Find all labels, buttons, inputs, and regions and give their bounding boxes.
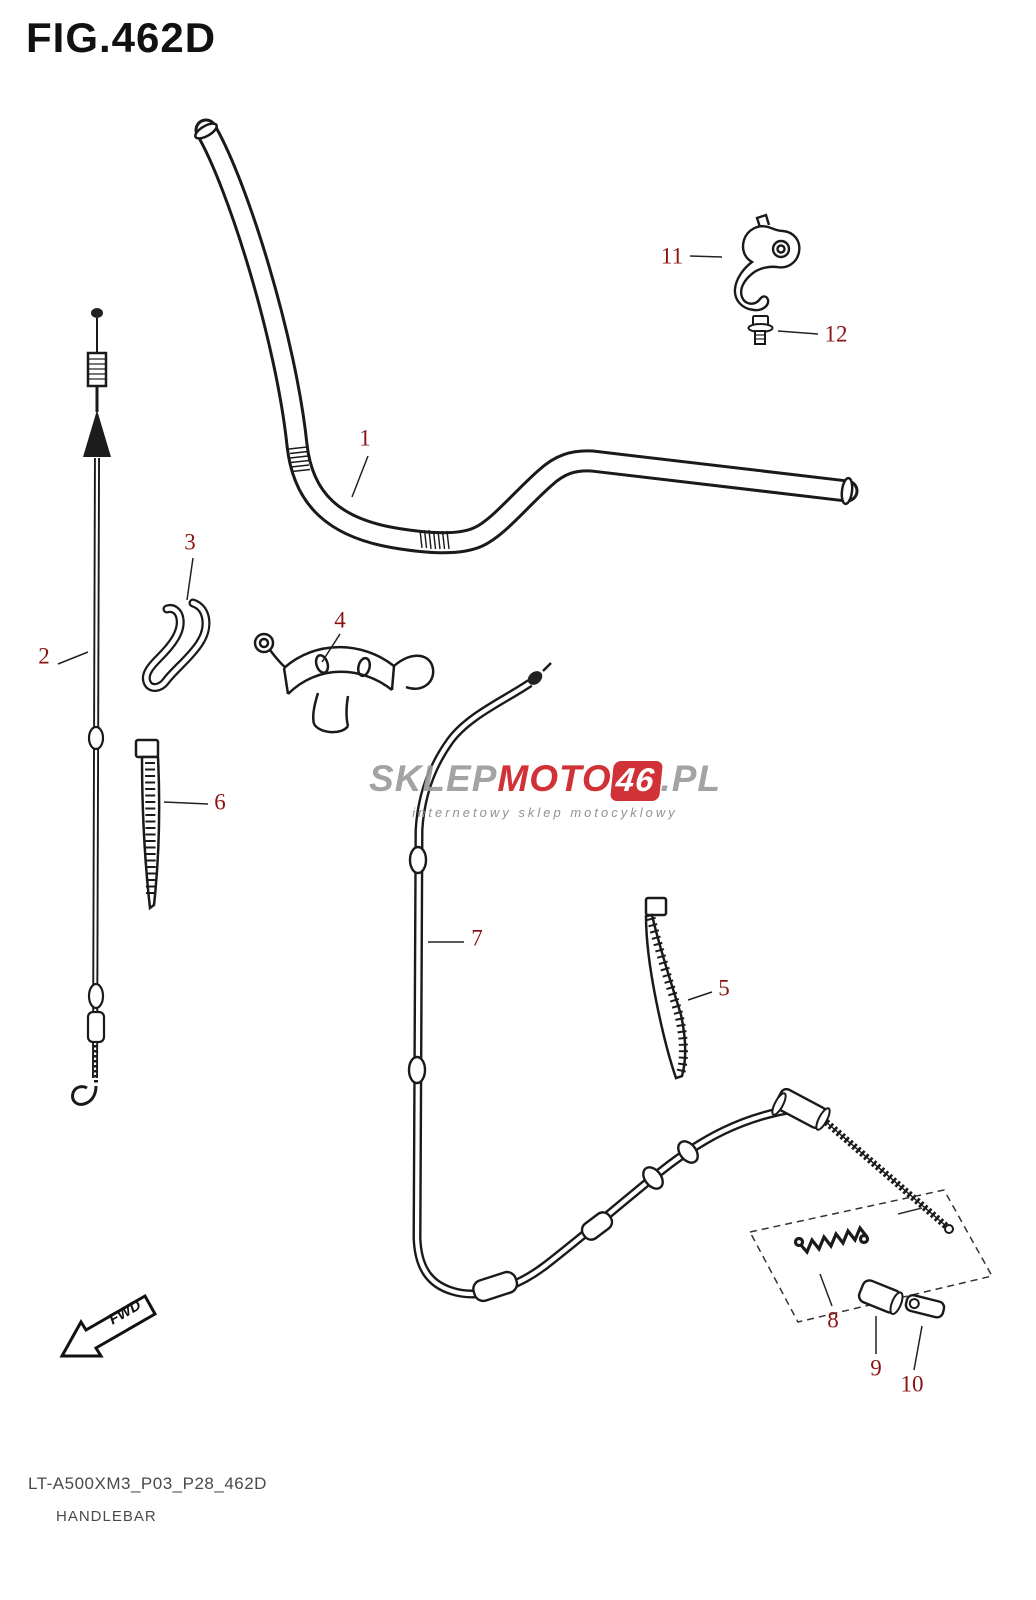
bracket-drawing: [733, 213, 801, 312]
handlebar-drawing: [194, 118, 859, 555]
part-label-6: 6: [214, 789, 226, 815]
throttle-cable-drawing: [407, 662, 954, 1303]
part-label-9: 9: [870, 1355, 882, 1381]
part-label-1: 1: [359, 425, 371, 451]
watermark-tagline: internetowy sklep motocyklowy: [412, 804, 678, 820]
pin-drawing: [904, 1293, 946, 1319]
part-label-3: 3: [184, 529, 196, 555]
part-label-5: 5: [718, 975, 730, 1001]
watermark: SKLEPMOTO46.PL internetowy sklep motocyk…: [310, 758, 780, 820]
left-cable-drawing: [71, 308, 111, 1106]
spring-drawing: [793, 1224, 870, 1255]
cable-tie-drawing: [644, 896, 688, 1080]
handlebar-knurl-upper: [288, 446, 311, 473]
collar-drawing: [857, 1279, 904, 1316]
part-label-2: 2: [38, 643, 50, 669]
watermark-badge: 46: [609, 761, 663, 801]
figure-code: LT-A500XM3_P03_P28_462D: [28, 1474, 267, 1493]
hook-guide-drawing: [141, 598, 211, 692]
cable-band-drawing: [134, 738, 161, 911]
handlebar-knurl-lower: [419, 529, 450, 550]
part-label-11: 11: [660, 243, 684, 269]
part-label-4: 4: [334, 607, 346, 633]
dashed-kit-box: [748, 1189, 994, 1323]
bolt-drawing: [747, 315, 774, 345]
fwd-arrow-shape: [59, 1293, 158, 1358]
watermark-word-moto: MOTO: [497, 758, 612, 799]
clamp-drawing: [253, 632, 435, 734]
part-label-7: 7: [471, 925, 483, 951]
watermark-suffix: .PL: [660, 758, 721, 799]
leader-lines: [57, 255, 923, 1371]
figure-name: HANDLEBAR: [56, 1508, 157, 1525]
watermark-word-sklep: SKLEP: [369, 758, 498, 799]
part-label-8: 8: [827, 1307, 839, 1333]
figure-title: FIG.462D: [26, 14, 217, 61]
part-label-12: 12: [824, 321, 848, 347]
watermark-brand: SKLEPMOTO46.PL: [310, 758, 780, 801]
part-label-10: 10: [900, 1371, 924, 1397]
